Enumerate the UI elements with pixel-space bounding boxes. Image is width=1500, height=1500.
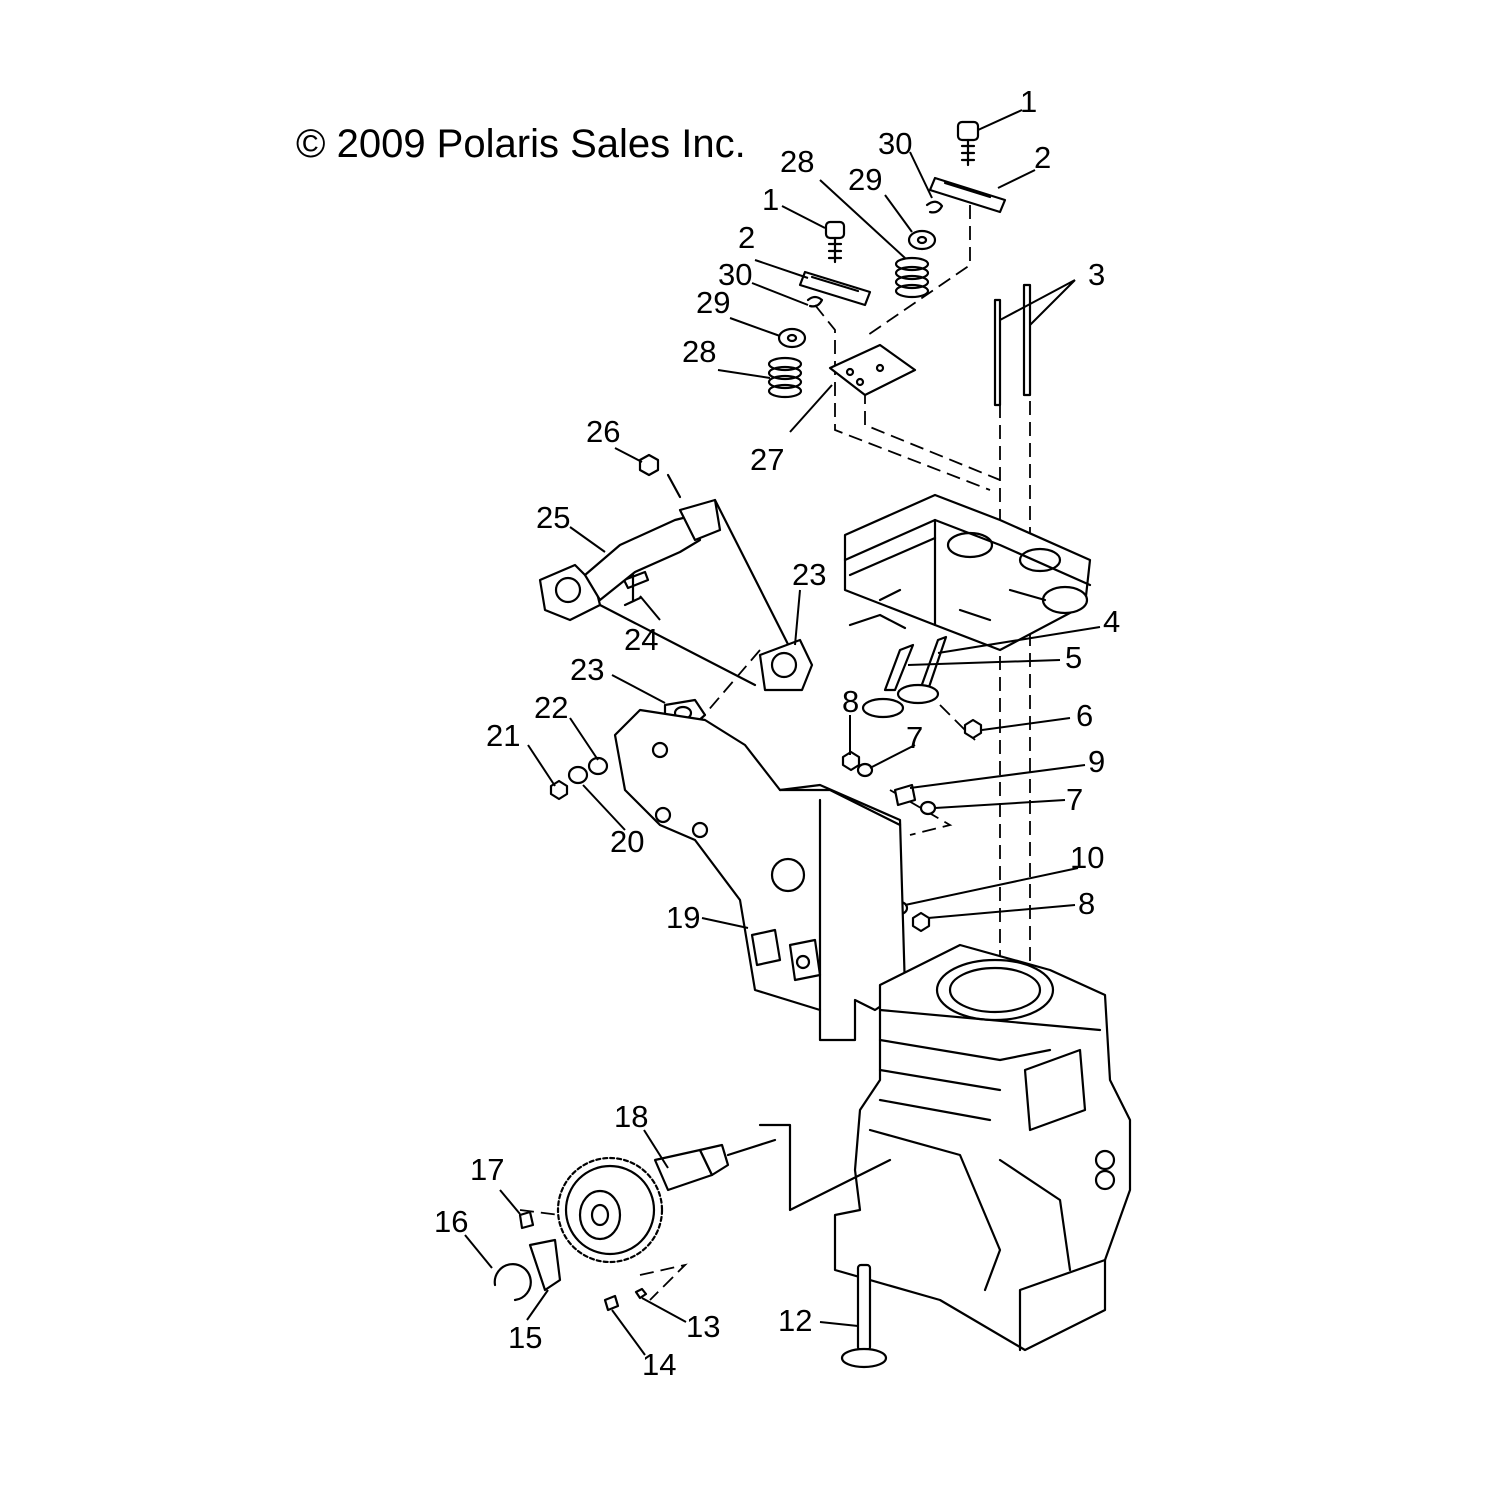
callout-8-upper: 8 xyxy=(842,684,859,719)
callout-21: 21 xyxy=(486,718,520,753)
callout-9: 9 xyxy=(1088,744,1105,779)
callout-18: 18 xyxy=(614,1099,648,1134)
callout-13: 13 xyxy=(686,1309,720,1344)
cap-screw-lower xyxy=(824,220,846,264)
rocker-arm-lower xyxy=(798,270,872,307)
callout-12: 12 xyxy=(778,1303,812,1338)
callout-14: 14 xyxy=(642,1347,676,1382)
callout-5: 5 xyxy=(1065,640,1082,675)
valves xyxy=(861,635,948,719)
callout-10: 10 xyxy=(1070,840,1104,875)
callout-1-upper: 1 xyxy=(1020,84,1037,119)
callout-2-upper: 2 xyxy=(1034,140,1051,175)
callout-3: 3 xyxy=(1088,257,1105,292)
callout-26: 26 xyxy=(586,414,620,449)
tappet xyxy=(840,1263,888,1369)
callout-30-upper: 30 xyxy=(878,126,912,161)
spring-upper xyxy=(894,256,930,299)
callout-8-lower: 8 xyxy=(1078,886,1095,921)
push-rods xyxy=(993,283,1032,407)
spring-retainers xyxy=(777,200,944,349)
callout-4: 4 xyxy=(1103,604,1120,639)
callout-labels: 1 2 30 28 29 1 2 30 29 28 3 27 26 25 23 … xyxy=(434,84,1120,1382)
callout-1-lower: 1 xyxy=(762,182,779,217)
cap-screw-upper xyxy=(956,120,980,167)
callout-24: 24 xyxy=(624,622,658,657)
exhaust-gaskets xyxy=(663,638,814,730)
copyright-notice: © 2009 Polaris Sales Inc. xyxy=(296,122,746,166)
callout-17: 17 xyxy=(470,1152,504,1187)
callout-7-lower: 7 xyxy=(1066,782,1083,817)
callout-29-upper: 29 xyxy=(848,162,882,197)
callout-19: 19 xyxy=(666,900,700,935)
callout-7-upper: 7 xyxy=(906,720,923,755)
spring-lower xyxy=(767,356,803,399)
callout-29-lower: 29 xyxy=(696,285,730,320)
crankcase xyxy=(833,943,1132,1352)
callout-28-lower: 28 xyxy=(682,334,716,369)
exhaust-pipe xyxy=(538,473,802,687)
callout-20: 20 xyxy=(610,824,644,859)
callout-23-lower: 23 xyxy=(570,652,604,687)
callout-30-lower: 30 xyxy=(718,257,752,292)
callout-15: 15 xyxy=(508,1320,542,1355)
muffler xyxy=(613,708,907,1042)
leader-lines xyxy=(464,109,1101,1356)
cam-hardware xyxy=(493,1210,648,1312)
callout-28-upper: 28 xyxy=(780,144,814,179)
callout-25: 25 xyxy=(536,500,570,535)
guide-plate xyxy=(828,343,917,397)
cylinder-head xyxy=(843,493,1092,652)
callout-27: 27 xyxy=(750,442,784,477)
rocker-arm-upper xyxy=(928,176,1007,214)
callout-23-upper: 23 xyxy=(792,557,826,592)
callout-2-lower: 2 xyxy=(738,220,755,255)
callout-6: 6 xyxy=(1076,698,1093,733)
camshaft-assembly xyxy=(556,1123,892,1264)
callout-16: 16 xyxy=(434,1204,468,1239)
callout-22: 22 xyxy=(534,690,568,725)
